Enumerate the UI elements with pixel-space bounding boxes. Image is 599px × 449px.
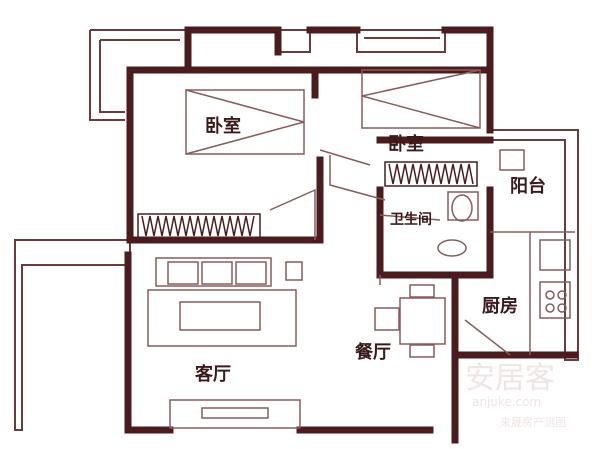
wardrobe-left: [137, 213, 261, 239]
watermark-brand: 安居客: [465, 361, 555, 396]
room-labels: 卧室 卧室 阳台 卫生间 客厅 餐厅 厨房: [195, 115, 546, 385]
label-kitchen: 厨房: [482, 295, 518, 317]
watermark: 安居客 anjuke.com 来晟房产测图: [465, 361, 566, 429]
label-bedroom-right: 卧室: [388, 133, 424, 155]
interior-lines: [147, 69, 575, 429]
label-dining-room: 餐厅: [354, 341, 391, 363]
watermark-agent: 来晟房产测图: [500, 415, 566, 429]
label-bedroom-left: 卧室: [205, 115, 241, 137]
label-balcony: 阳台: [510, 175, 546, 197]
label-living-room: 客厅: [195, 363, 231, 385]
walls: [124, 26, 579, 444]
watermark-site: anjuke.com: [472, 395, 541, 409]
label-bathroom: 卫生间: [390, 211, 432, 228]
wardrobe-right: [384, 161, 478, 187]
